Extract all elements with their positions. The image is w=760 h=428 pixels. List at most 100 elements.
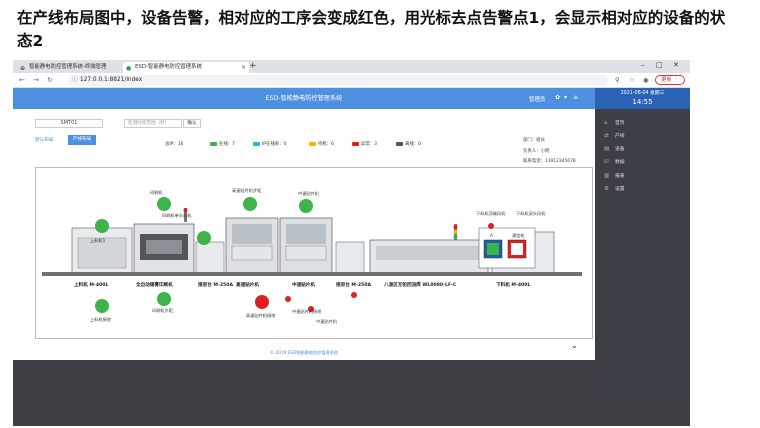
sidebar-item-label: 首页: [615, 121, 625, 126]
app-title: ESD-智能静电防控管理系统: [265, 95, 343, 102]
status-point[interactable]: [157, 197, 171, 211]
offline-swatch: [396, 141, 403, 146]
maximize-icon[interactable]: □: [656, 61, 663, 69]
menu-icon[interactable]: ≡: [573, 94, 579, 101]
slide-title: 在产线布局图中，设备告警，相对应的工序会变成红色，用光标去点告警点1，会显示相对…: [17, 9, 726, 50]
url-input[interactable]: ⓘ 127.0.0.1:8821/index: [68, 75, 608, 86]
new-tab-button[interactable]: +: [249, 61, 257, 71]
sidebar-item-data[interactable]: ⛁ 数据: [604, 158, 625, 165]
date-range-input[interactable]: 检测时间范围（秒）: [124, 119, 182, 128]
standby-swatch: [309, 141, 316, 146]
close-tab-icon[interactable]: ×: [240, 64, 246, 71]
point-label: 上料机1: [90, 237, 106, 244]
database-icon: ⛁: [604, 159, 609, 165]
gear-icon: ⚙: [604, 186, 609, 192]
chart-icon: ▥: [604, 173, 610, 179]
point-label: 下料机顶端风机: [476, 210, 506, 217]
sidebar-item-label: 报表: [615, 174, 625, 179]
star-icon[interactable]: ☆: [629, 76, 635, 84]
stat-label: 待机：6: [318, 142, 334, 147]
update-button[interactable]: 更新 ⋮: [655, 75, 685, 85]
stat-offline: 离线：0: [396, 141, 421, 147]
alarm-point[interactable]: [351, 292, 357, 298]
forward-icon[interactable]: →: [33, 76, 39, 84]
point-label: 印刷机: [150, 189, 163, 196]
point-label: 印刷机单头风机: [162, 212, 192, 219]
clock: 2021-08-04 星期三 14:55: [595, 88, 690, 109]
home-icon: ⌂: [604, 120, 608, 126]
chevron-down-icon[interactable]: ⌄: [571, 341, 578, 350]
sidebar-item-report[interactable]: ▥ 报表: [604, 172, 625, 179]
app-page: ESD-智能静电防控管理系统 管理员 ✿ ▾ ≡ SMT01 检测时间范围（秒）…: [13, 88, 595, 360]
machine-label: 八温区无铅回流焊 WL0080-LF-C: [383, 281, 457, 288]
status-points: [95, 197, 494, 313]
status-point[interactable]: [299, 199, 313, 213]
point-label: 中速贴片机: [298, 190, 320, 197]
popup-label: 通信机: [512, 232, 525, 239]
query-button[interactable]: 确认: [183, 119, 201, 128]
browser-screenshot: ⊕ 智能静电防控管理系统-终端管理 ● ESD-智能静电防控管理系统 × + –…: [13, 60, 690, 426]
swap-icon: ⇄: [604, 133, 609, 139]
popup-code: A: [490, 233, 493, 238]
update-label: 更新: [661, 77, 672, 83]
footer: © 2019 ESD智能静电防控管理系统: [270, 350, 338, 355]
alarm-point[interactable]: [488, 223, 494, 229]
sidebar-item-label: 产线: [615, 134, 625, 139]
conveyor-equipment: [42, 208, 582, 276]
user-menu[interactable]: 管理员: [529, 97, 546, 103]
back-icon[interactable]: ←: [19, 76, 25, 84]
sidebar-item-settings[interactable]: ⚙设置: [604, 185, 625, 192]
stat-ip-rate: IP在线率：0: [253, 141, 286, 147]
url-text: 127.0.0.1:8821/index: [80, 77, 143, 83]
alarm-point[interactable]: [308, 306, 314, 312]
tab-label: 智能静电防控管理系统-终端管理: [29, 64, 107, 70]
browser-tab-terminal[interactable]: ⊕ 智能静电防控管理系统-终端管理: [17, 62, 245, 73]
status-point[interactable]: [197, 231, 211, 245]
info-dept: 部门：组长: [523, 138, 545, 143]
device-status-popup[interactable]: A 通信机: [478, 227, 536, 269]
minimize-icon[interactable]: –: [641, 61, 645, 69]
line-select[interactable]: SMT01: [35, 119, 103, 128]
sidebar-item-label: 设备: [615, 147, 625, 152]
point-label: 下料机双头风机: [516, 210, 546, 217]
sidebar-item-line[interactable]: ⇄ 产线: [604, 132, 625, 139]
search-icon[interactable]: ⚲: [615, 76, 620, 84]
stat-alarm: 异常：3: [352, 141, 377, 147]
machine-label: 接驳台 M-250A: [198, 281, 233, 288]
alarm-point[interactable]: [285, 296, 291, 302]
machine-label: 上料机 M-400L: [74, 281, 108, 288]
status-point[interactable]: [95, 219, 109, 233]
alarm-point[interactable]: [255, 295, 269, 309]
point-label: 高速贴片机接地: [246, 312, 276, 319]
info-icon: ⓘ: [72, 77, 78, 83]
close-window-icon[interactable]: ✕: [673, 61, 679, 69]
info-phone: 联系电话：13912345678: [523, 159, 576, 164]
sidebar-item-label: 数据: [615, 160, 625, 165]
point-label: 上料机接地: [90, 316, 112, 323]
sidebar-item-home[interactable]: ⌂ 首页: [604, 119, 625, 126]
profile-icon[interactable]: ◉: [643, 76, 649, 84]
machine-label: 中速贴片机: [292, 281, 315, 288]
tab-bar: ⊕ 智能静电防控管理系统-终端管理 ● ESD-智能静电防控管理系统 × + –…: [13, 60, 690, 73]
reload-icon[interactable]: ↻: [47, 76, 53, 84]
default-layout-button[interactable]: 默认布局: [35, 138, 54, 143]
status-point[interactable]: [95, 299, 109, 313]
settings-icon[interactable]: ✿: [555, 94, 561, 101]
app-header: ESD-智能静电防控管理系统 管理员 ✿ ▾ ≡: [13, 88, 595, 109]
alarm-swatch: [352, 141, 359, 146]
stat-label: 异常：3: [361, 142, 377, 147]
chevron-down-icon[interactable]: ▾: [564, 94, 568, 101]
stat-label: 在线：7: [219, 142, 235, 147]
stat-label: 总IP：16: [165, 142, 184, 147]
stat-total: 总IP：16: [165, 141, 183, 147]
clock-time: 14:55: [632, 98, 653, 106]
sidebar-item-devices[interactable]: ▤设备: [604, 145, 625, 152]
status-point[interactable]: [157, 292, 171, 306]
stat-online: 在线：7: [210, 141, 235, 147]
line-layout-button[interactable]: 产线布局: [68, 135, 96, 145]
point-label: 印刷机步距: [152, 307, 173, 314]
status-point[interactable]: [243, 197, 257, 211]
browser-tab-esd[interactable]: ● ESD-智能静电防控管理系统 ×: [123, 62, 249, 73]
stat-label: 离线：0: [405, 142, 421, 147]
globe-icon: ⊕: [20, 65, 26, 72]
